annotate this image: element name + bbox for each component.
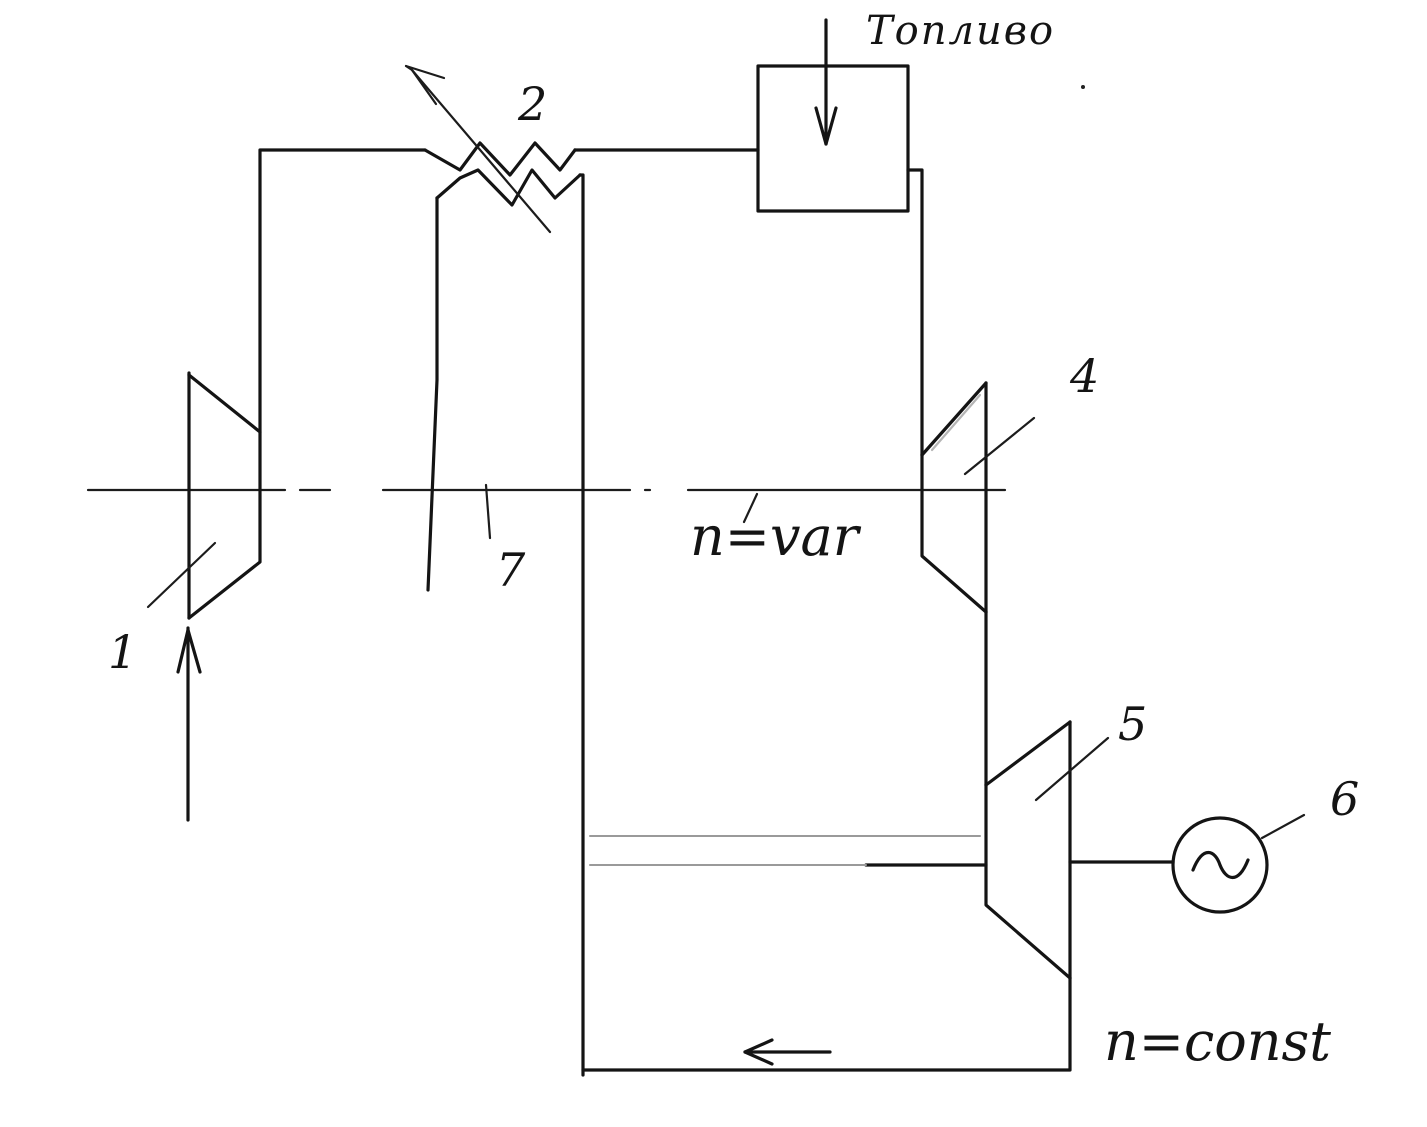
generator <box>589 813 1306 914</box>
fuel-label: Топливо <box>866 8 1055 54</box>
pipe-to-turbine <box>906 168 924 457</box>
pipe-compressor-outlet <box>258 148 427 434</box>
exhaust-return-line <box>581 976 1072 1072</box>
pipe-regenerator-inlet <box>426 196 439 592</box>
pipe-exhaust-to-regenerator <box>578 173 585 1077</box>
shaft-marker-tick <box>484 483 492 540</box>
label-shaft: 7 <box>496 543 526 597</box>
label-compressor-turbine: 4 <box>1069 349 1099 403</box>
combustion-chamber <box>756 18 910 213</box>
power-turbine <box>984 720 1110 980</box>
compressor-turbine <box>920 381 1036 614</box>
label-compressor: 1 <box>108 625 137 679</box>
regenerator <box>404 64 582 234</box>
label-generator: 6 <box>1330 772 1359 826</box>
ink-dot <box>1081 85 1085 89</box>
label-n-const: n=const <box>1104 1010 1331 1073</box>
label-regenerator: 2 <box>517 77 547 131</box>
compressor <box>146 371 262 822</box>
label-power-turbine: 5 <box>1118 697 1147 751</box>
label-n-var: n=var <box>690 505 862 568</box>
nvar-marker-tick <box>742 492 759 524</box>
